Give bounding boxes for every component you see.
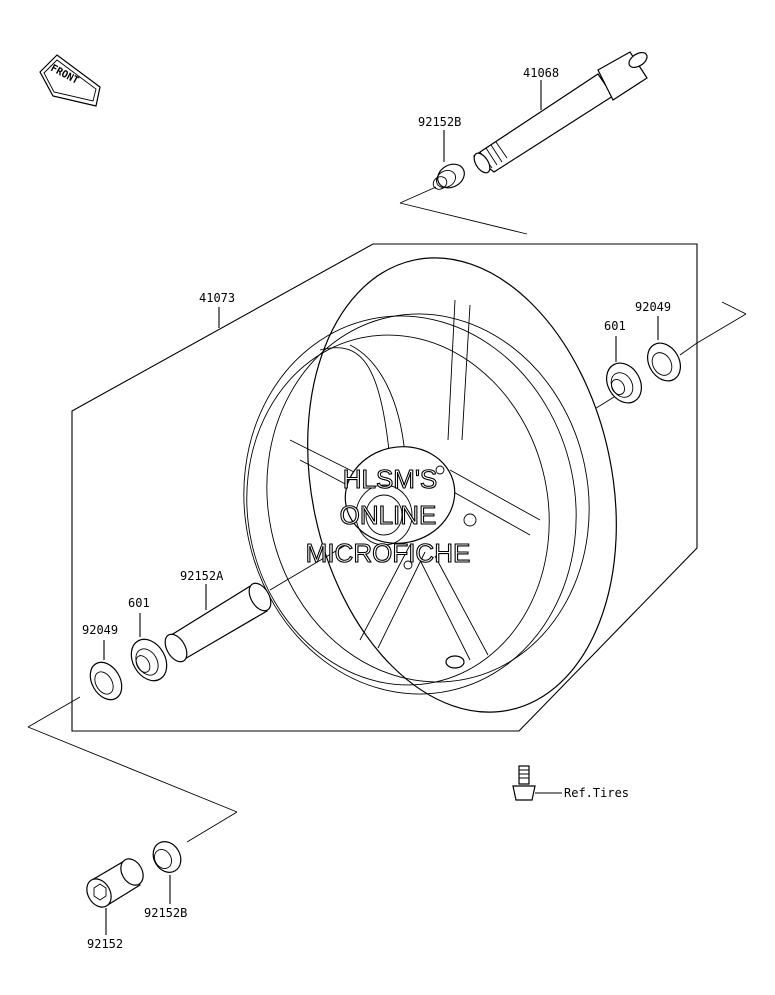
front-direction-arrow: FRONT bbox=[39, 54, 101, 107]
collar-bottom-part bbox=[86, 858, 144, 908]
label-collar-left: 92152B bbox=[144, 906, 187, 920]
label-axle: 41068 bbox=[523, 66, 559, 80]
collar-left-part bbox=[152, 841, 182, 873]
collar-right-part bbox=[432, 163, 465, 190]
seal-right-part bbox=[647, 342, 681, 382]
axle-part bbox=[472, 51, 648, 174]
bearing-left-part bbox=[130, 638, 168, 682]
label-collar-bottom: 92152 bbox=[87, 937, 123, 951]
label-bearing-left: 601 bbox=[128, 596, 150, 610]
label-seal-right: 92049 bbox=[635, 300, 671, 314]
label-seal-left: 92049 bbox=[82, 623, 118, 637]
label-bearing-right: 601 bbox=[604, 319, 626, 333]
distance-collar-part bbox=[164, 582, 272, 663]
label-valve-ref: Ref.Tires bbox=[564, 786, 629, 800]
watermark-line-2: ONLINE bbox=[340, 500, 437, 530]
label-distance-collar: 92152A bbox=[180, 569, 224, 583]
watermark-line-1: HLSM'S bbox=[343, 464, 438, 494]
wheel-part bbox=[243, 257, 617, 713]
label-collar-right: 92152B bbox=[418, 115, 461, 129]
valve-stem-part bbox=[512, 765, 536, 801]
watermark: HLSM'S ONLINE MICROFICHE bbox=[305, 463, 471, 568]
bearing-right-part bbox=[606, 362, 642, 404]
label-wheel: 41073 bbox=[199, 291, 235, 305]
watermark-line-3: MICROFICHE bbox=[306, 538, 471, 568]
seal-left-part bbox=[89, 661, 123, 701]
